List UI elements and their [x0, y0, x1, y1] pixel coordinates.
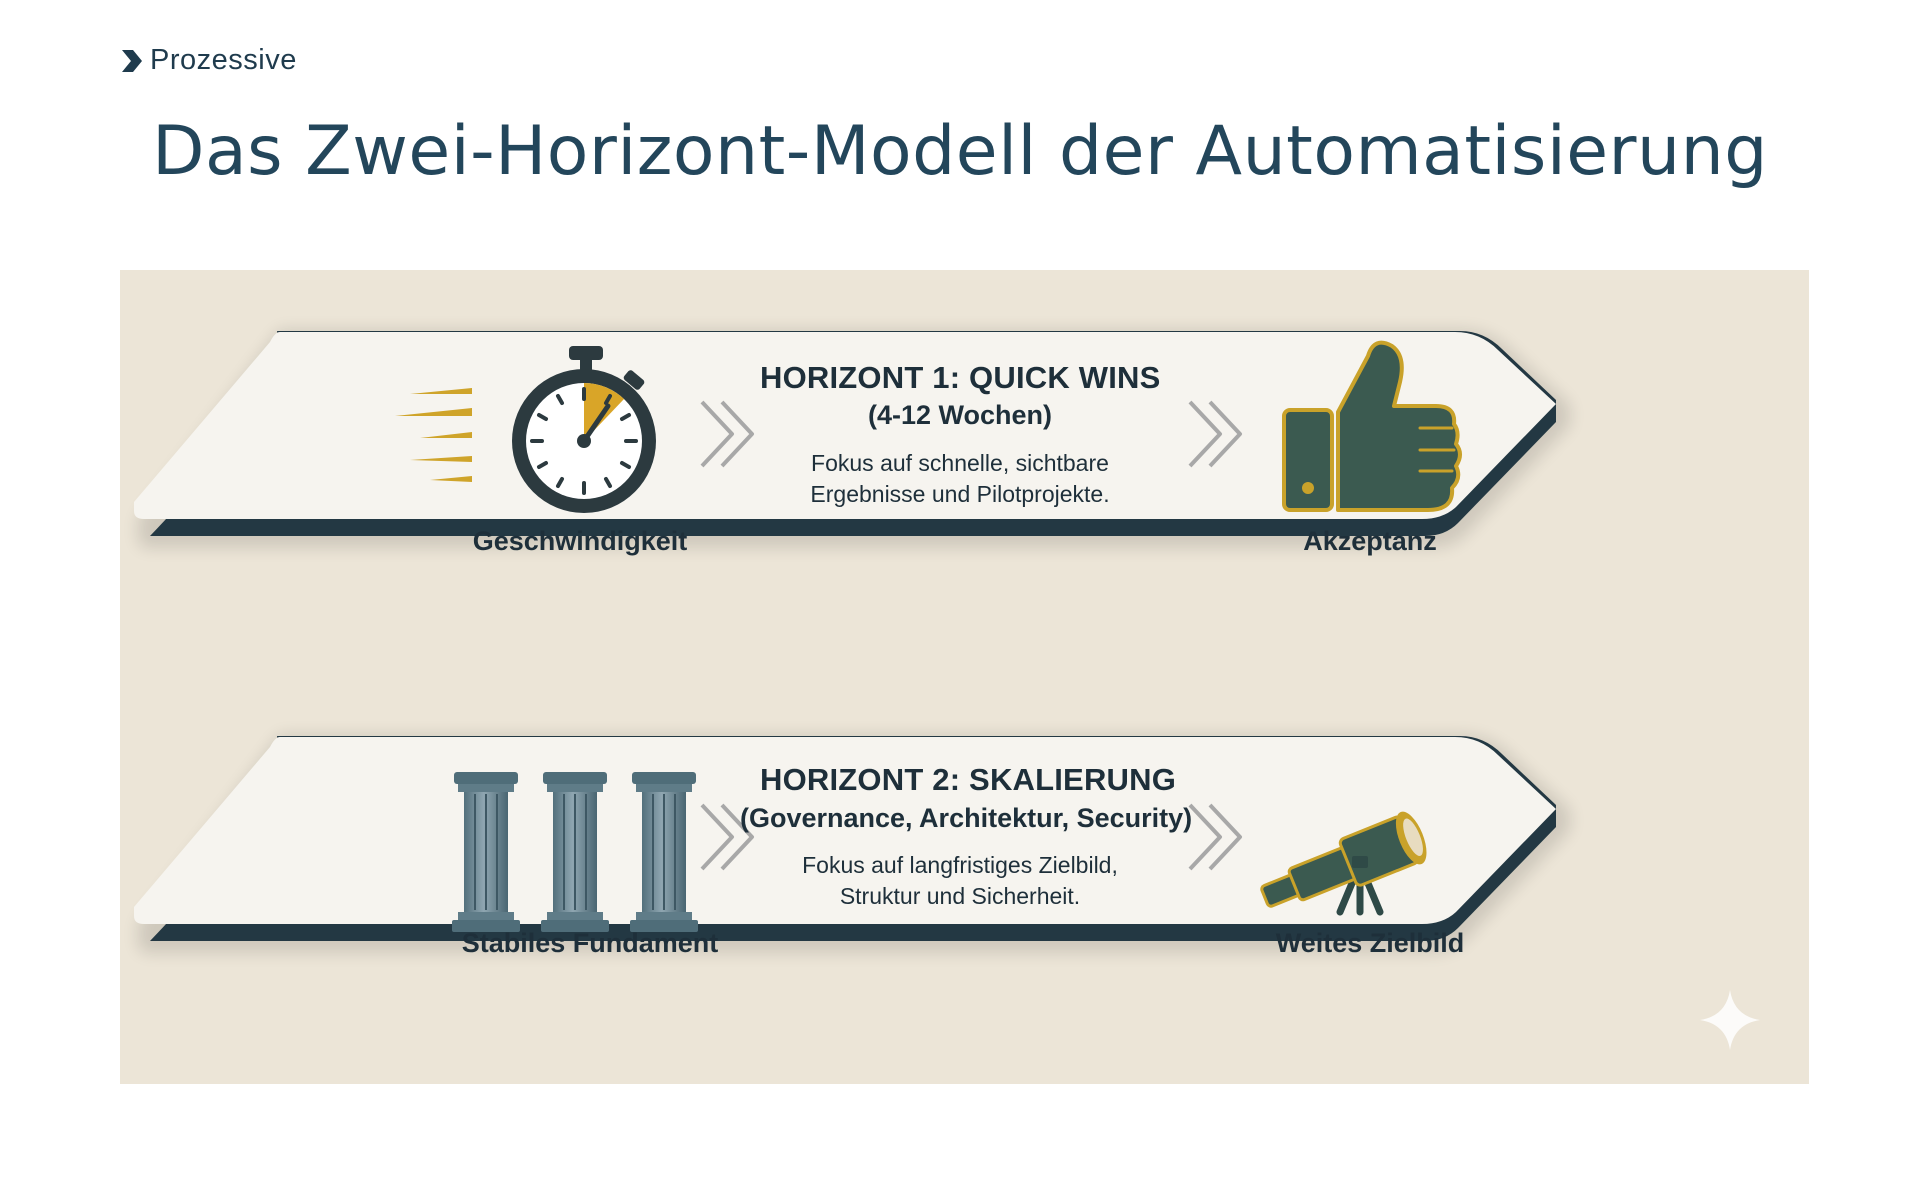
horizon-2-description: Fokus auf langfristiges Zielbild, Strukt…	[802, 852, 1118, 909]
horizon-1-left-label: Geschwindigkeit	[472, 526, 688, 556]
horizon-1-subtitle: (4-12 Wochen)	[867, 400, 1053, 430]
pillar	[452, 772, 520, 932]
pillar	[630, 772, 698, 932]
arrow-right-icon	[1188, 803, 1242, 871]
brand-logo: Prozessive	[120, 44, 297, 77]
pillars-icon	[452, 772, 698, 932]
horizon-1-description: Fokus auf schnelle, sichtbare Ergebnisse…	[810, 450, 1110, 507]
thumbs-up-icon	[1282, 340, 1462, 512]
sparkle-icon	[1700, 990, 1760, 1050]
arrow-right-icon	[1188, 400, 1242, 468]
arrow-right-icon	[700, 400, 754, 468]
horizon-1-banner	[134, 330, 1570, 548]
stopwatch-icon	[395, 346, 656, 513]
page-title: Das Zwei-Horizont-Modell der Automatisie…	[152, 112, 1768, 191]
horizon-2-subtitle: (Governance, Architektur, Security)	[740, 803, 1193, 833]
horizon-1-title: HORIZONT 1: QUICK WINS	[760, 360, 1161, 395]
horizon-2-left-label: Stabiles Fundament	[461, 928, 719, 958]
diagram-graphics	[134, 330, 1760, 1050]
diagram-panel: HORIZONT 1: QUICK WINS (4-12 Wochen) Fok…	[120, 270, 1809, 1084]
horizon-2-title: HORIZONT 2: SKALIERUNG	[760, 762, 1177, 797]
telescope-icon	[1260, 811, 1427, 916]
horizon-1-right-label: Akzeptanz	[1303, 526, 1437, 556]
brand-name: Prozessive	[150, 44, 297, 76]
chevron-right-icon	[122, 49, 142, 72]
pillar	[541, 772, 609, 932]
horizon-2-right-label: Weites Zielbild	[1275, 928, 1465, 958]
arrow-right-icon	[700, 803, 754, 871]
